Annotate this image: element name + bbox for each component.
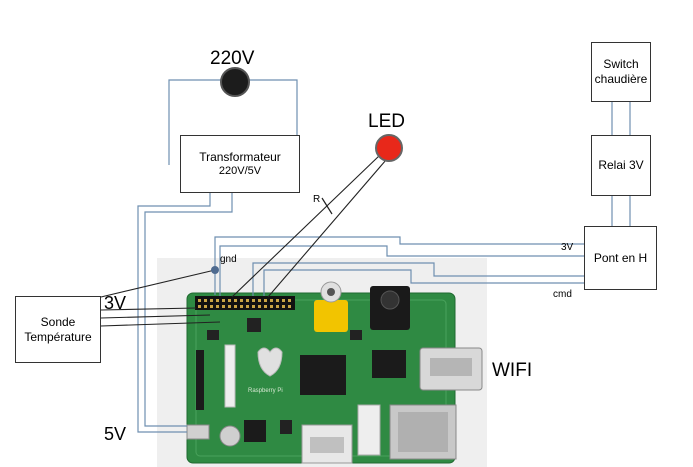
resistor-label: R [313,194,321,205]
micro-usb-port [186,424,210,440]
raspberry-pi-board: Raspberry Pi [186,281,483,464]
soc-chip [300,355,346,395]
cmd-label: cmd [553,289,572,300]
resistor-symbol [321,197,333,215]
transformer-rating: 220V/5V [218,164,262,177]
v5-label: 5V [104,424,127,444]
relay-box: Relai 3V [591,135,651,196]
switch-box: Switch chaudière [591,42,651,102]
h-bridge-box: Pont en H [584,226,657,290]
transformer-box: Transformateur 220V/5V [180,135,300,193]
relay-label: Relai 3V [598,158,644,172]
power-plug-icon [220,67,250,97]
transformer-label: Transformateur [199,149,281,164]
power-in-label: 220V [210,48,255,69]
sensor-label: Sonde [40,314,76,329]
v3-sensor-label: 3V [104,293,127,313]
signal-wires [100,154,387,327]
led-icon [375,134,403,162]
h-bridge-label: Pont en H [593,250,648,265]
raspberry-logo-icon [257,347,283,377]
gnd-label: gnd [220,254,237,265]
rca-jack [314,300,348,332]
switch-label-2: chaudière [594,72,648,86]
switch-label: Switch [603,57,639,71]
led-label: LED [368,111,405,132]
wifi-label: WIFI [492,360,533,381]
sensor-box: Sonde Température [15,296,101,363]
capacitor [219,425,241,447]
power-wires [137,79,631,433]
sensor-label-2: Température [24,329,92,344]
v3-pin-label: 3V [561,242,574,253]
gnd-node [211,266,219,274]
board-chip-marking: Raspberry Pi [248,388,283,394]
